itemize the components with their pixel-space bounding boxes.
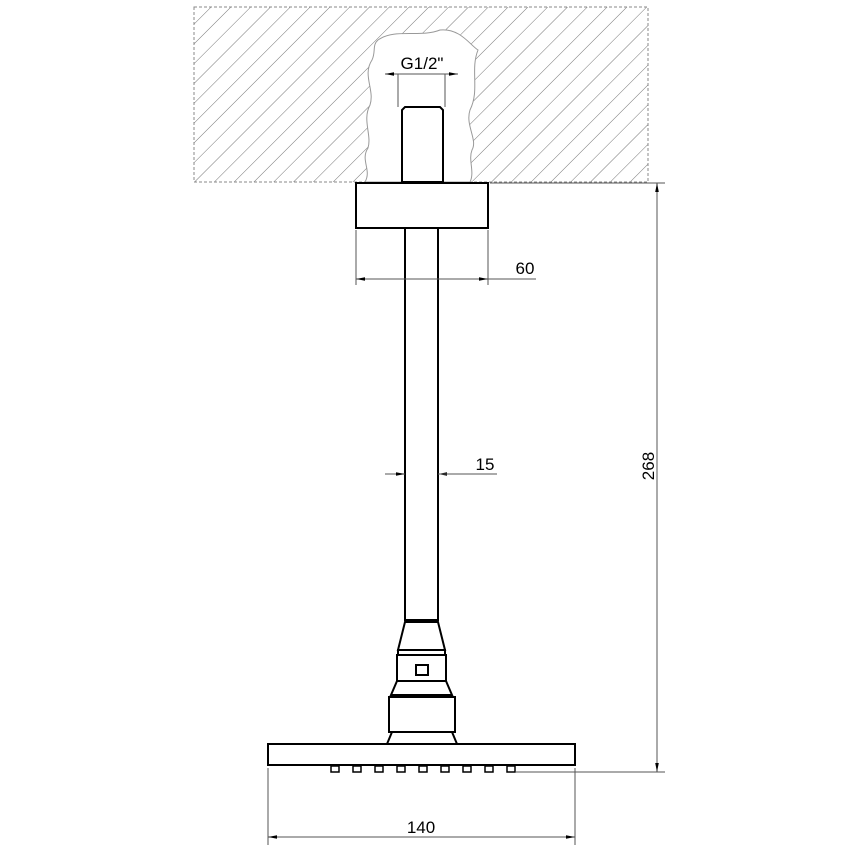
- pipe: [404, 227, 439, 621]
- total-height-label: 268: [639, 452, 658, 480]
- set-screw: [415, 664, 429, 676]
- flange-diameter-label: 60: [516, 259, 535, 278]
- thread-label: G1/2": [401, 54, 444, 73]
- nozzle-row: [330, 765, 516, 773]
- nozzle: [352, 765, 362, 773]
- nozzle: [396, 765, 406, 773]
- nozzle: [418, 765, 428, 773]
- wall-flange: [355, 182, 489, 229]
- width-dimension: 140: [267, 768, 576, 845]
- pipe-diameter-label: 15: [476, 455, 495, 474]
- nozzle: [440, 765, 450, 773]
- thread-nipple: [401, 106, 444, 183]
- shower-head: [267, 743, 576, 773]
- nozzle: [462, 765, 472, 773]
- swivel-connector: [385, 621, 459, 745]
- nozzle: [374, 765, 384, 773]
- thread-dimension: G1/2": [385, 54, 458, 107]
- nozzle: [506, 765, 516, 773]
- nozzle: [330, 765, 340, 773]
- wall-cavity: [364, 29, 479, 183]
- flange-dimension: 60: [355, 230, 536, 285]
- height-dimension: 268: [490, 182, 665, 773]
- head-width-label: 140: [407, 818, 435, 837]
- pipe-dimension: 15: [385, 455, 497, 476]
- nozzle: [484, 765, 494, 773]
